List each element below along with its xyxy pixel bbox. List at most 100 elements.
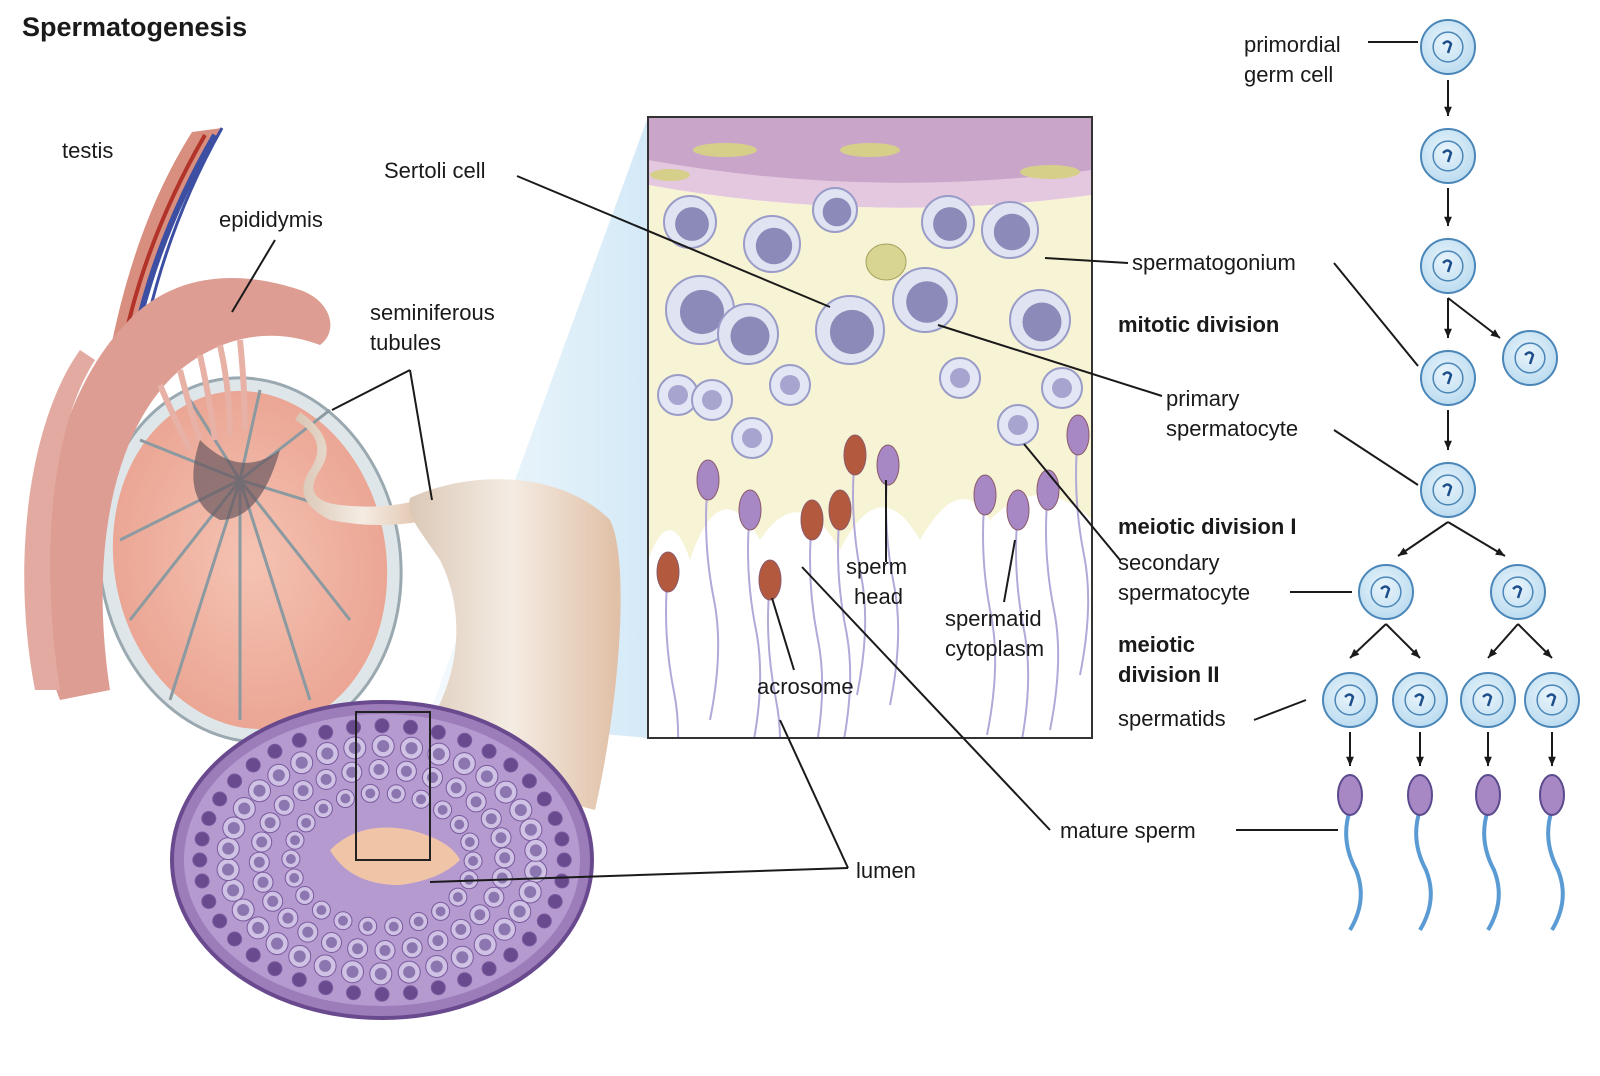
lineage-arrowhead xyxy=(1490,329,1500,338)
tubule-cell xyxy=(403,985,418,1001)
label-meiotic2-line2: division II xyxy=(1118,662,1220,687)
lineage-arrowhead xyxy=(1410,648,1420,658)
tubule-cell-nucleus xyxy=(271,937,284,950)
lineage-spermatogonium-nucleus xyxy=(1432,250,1464,282)
lineage-spermatogonium-chromatin xyxy=(1442,259,1453,273)
label-meiotic2-line1: meiotic xyxy=(1118,632,1196,657)
tubule-cell-nucleus xyxy=(480,770,493,783)
tubule-cell-nucleus xyxy=(252,921,265,934)
lineage-arrowhead xyxy=(1444,328,1452,338)
tubule-cell-nucleus xyxy=(348,741,361,754)
leader-lines xyxy=(231,41,1419,883)
tubule-lumen xyxy=(330,827,460,885)
lineage-arrowhead xyxy=(1350,648,1360,658)
panel-cell-nucleus xyxy=(730,316,770,356)
lineage-spermatogonium xyxy=(1420,238,1476,294)
leader-mature-sperm xyxy=(801,566,1051,831)
lineage-arrow xyxy=(1447,297,1501,339)
tubule-cell-nucleus xyxy=(388,921,399,932)
tubule-cell xyxy=(194,831,210,847)
diagram-title: Spermatogenesis xyxy=(22,12,248,42)
panel-sperm-tail xyxy=(1015,509,1030,738)
tubule-cell-nucleus xyxy=(470,796,482,808)
leader-epididymis xyxy=(231,239,276,313)
tubule-cell xyxy=(536,913,552,929)
tubule-cell-nucleus xyxy=(432,748,445,761)
panel-cell-nucleus xyxy=(829,309,875,355)
lineage-spermatid-2 xyxy=(1392,672,1448,728)
tubule-cell-nucleus xyxy=(498,923,511,936)
tubule-cell xyxy=(430,980,446,996)
magnified-panel-frame xyxy=(647,116,1093,739)
leader-secondary xyxy=(1023,443,1121,561)
tubule-cell xyxy=(374,986,390,1002)
panel-sperm-head xyxy=(843,434,867,476)
tubule-cell-nucleus xyxy=(352,943,364,955)
lineage-sperm-head xyxy=(1407,774,1433,816)
lineage-primary-spermatocyte-nucleus xyxy=(1432,474,1464,506)
tubule-cell-nucleus xyxy=(253,856,265,868)
label-primary-spermatocyte: primary spermatocyte xyxy=(1166,384,1298,444)
leader-primary xyxy=(937,324,1163,397)
tubule-cell-nucleus xyxy=(374,967,387,980)
panel-cell-nucleus xyxy=(906,281,948,323)
tubule-cell-nucleus xyxy=(282,912,294,924)
panel-sperm-head xyxy=(800,499,824,541)
lineage-arrowhead xyxy=(1484,756,1492,766)
lineage-arrowhead xyxy=(1444,216,1452,226)
tubule-cell-nucleus xyxy=(319,959,332,972)
tubule-cell-nucleus xyxy=(524,885,537,899)
tubule-cell-nucleus xyxy=(340,793,351,804)
panel-sperm-head xyxy=(758,559,782,601)
label-meiotic-division-1: meiotic division I xyxy=(1118,514,1297,539)
tubule-cell xyxy=(267,743,283,759)
lineage-sperm-head xyxy=(1337,774,1363,816)
tubule-cell-nucleus xyxy=(403,966,416,979)
tubule-cell xyxy=(503,757,519,773)
tubule-cell-nucleus xyxy=(302,926,314,938)
tubule-cell-nucleus xyxy=(365,788,376,799)
tubule-cell-nucleus xyxy=(416,794,426,805)
tubule-cell-nucleus xyxy=(427,772,438,783)
tubule-cell-nucleus xyxy=(256,836,268,848)
tubule-cell xyxy=(267,961,283,977)
tubule-cell-nucleus xyxy=(321,747,334,760)
tubule-cell-nucleus xyxy=(346,766,358,778)
tubule-cell-nucleus xyxy=(362,921,373,932)
tubule-cell xyxy=(194,873,210,889)
tubule-cell-nucleus xyxy=(326,937,337,948)
panel-sperm-tail xyxy=(665,571,680,738)
panel-cell-nucleus xyxy=(679,289,725,335)
leader-spermatogonium-r xyxy=(1333,262,1419,367)
tubule-cell-nucleus xyxy=(474,909,486,921)
tubule-cell-nucleus xyxy=(297,785,309,797)
label-spermatid-cyto-line2: cytoplasm xyxy=(945,636,1045,661)
tubule-cell-nucleus xyxy=(529,844,542,857)
tubule-cell xyxy=(554,873,570,889)
tubule-cell-nucleus xyxy=(222,863,235,876)
lineage-secondary-b xyxy=(1490,564,1546,620)
tubule-cell-nucleus xyxy=(464,837,475,847)
leader-spermatids-r xyxy=(1253,699,1307,721)
lineage-secondary-a-chromatin xyxy=(1380,585,1391,599)
panel-sperm-tail xyxy=(767,579,782,738)
lineage-sperm-head xyxy=(1539,774,1565,816)
panel-sperm-tail xyxy=(982,494,997,736)
tubule-cell xyxy=(318,724,334,740)
tubule-cell xyxy=(346,719,361,735)
tubule-cell-nucleus xyxy=(485,813,497,825)
lineage-primordial-cell-nucleus xyxy=(1432,31,1464,63)
tubule-cell-nucleus xyxy=(495,832,507,844)
tubule-cell-nucleus xyxy=(524,823,537,836)
tubule-cell xyxy=(554,831,570,847)
leader-sertoli xyxy=(516,175,831,308)
tubule-cell-nucleus xyxy=(257,876,269,888)
tubule-cell-nucleus xyxy=(295,756,308,769)
leader-lumen-a xyxy=(779,719,849,869)
panel-sperm-tail xyxy=(1045,489,1060,731)
lineage-spermatid-1-nucleus xyxy=(1334,684,1366,716)
tubule-cell-nucleus xyxy=(238,802,251,815)
tubule-cell xyxy=(547,811,563,826)
label-sertoli-cell: Sertoli cell xyxy=(384,158,486,183)
